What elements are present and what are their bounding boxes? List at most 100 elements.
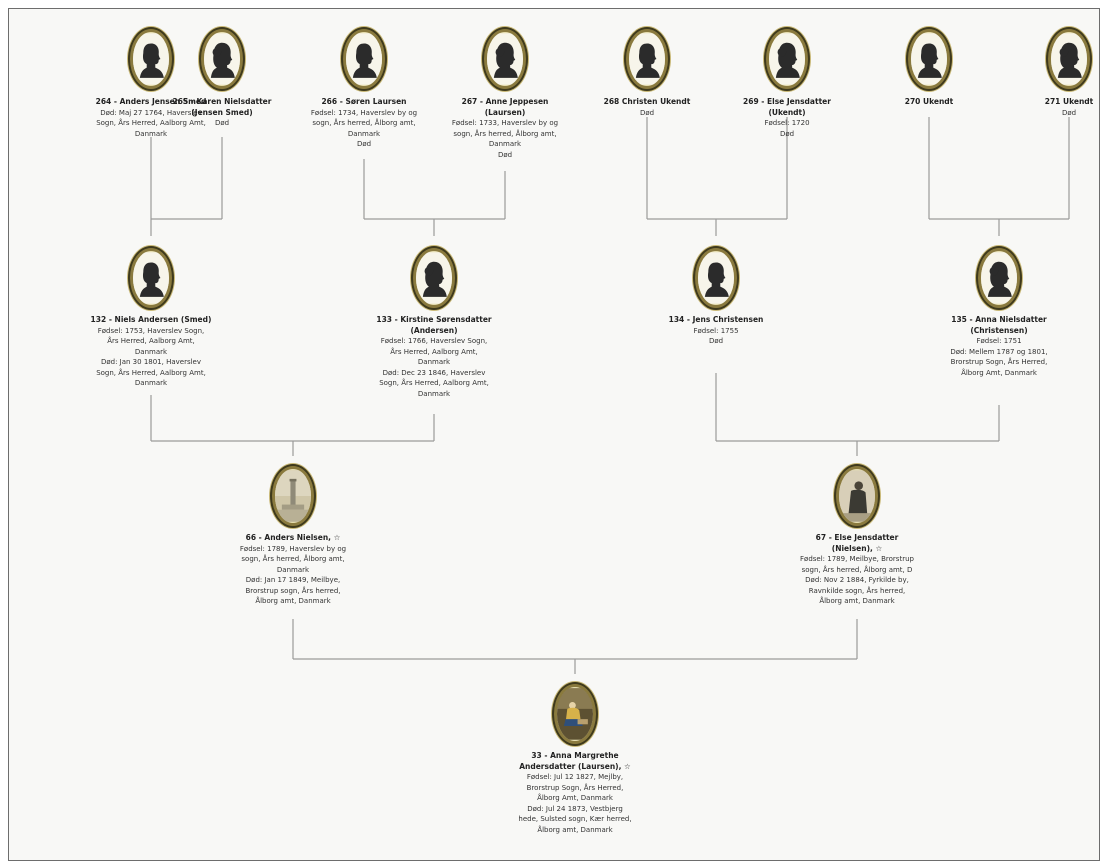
person-detail: Danmark bbox=[134, 347, 168, 356]
person-name[interactable]: 270 Ukendt bbox=[904, 97, 954, 106]
person-detail: Fødsel: 1766, Haverslev Sogn, bbox=[380, 337, 488, 345]
person-name-continued: Andersdatter (Laursen), ☆ bbox=[519, 761, 631, 771]
person-detail: Død: Dec 23 1846, Haverslev bbox=[382, 368, 486, 377]
person-detail: Død: Maj 27 1764, Haverslev bbox=[100, 108, 202, 117]
person-detail: Død bbox=[708, 337, 724, 345]
male-silhouette-icon bbox=[911, 33, 947, 85]
portrait-p33[interactable] bbox=[554, 684, 596, 744]
person-detail: Ålborg amt, Danmark bbox=[255, 597, 331, 605]
person-name-continued: (Christensen) bbox=[970, 325, 1028, 335]
person-detail: Danmark bbox=[134, 129, 168, 138]
person-detail: Fødsel: 1753, Haverslev Sogn, bbox=[97, 326, 205, 335]
person-card-p66: 66 - Anders Nielsen, ☆ Fødsel: 1789, Have… bbox=[223, 533, 363, 607]
portrait-p268[interactable] bbox=[626, 29, 668, 89]
person-name[interactable]: 33 - Anna Margrethe bbox=[531, 751, 619, 760]
person-detail: Brorstrup sogn, Års herred, bbox=[245, 586, 341, 595]
male-silhouette-icon bbox=[133, 33, 169, 85]
person-detail: Fødsel: 1789, Meilbye, Brorstrup bbox=[800, 555, 914, 563]
person-detail: Sogn, Års Herred, Aalborg Amt, bbox=[96, 368, 206, 377]
painting-photo bbox=[557, 688, 593, 740]
person-detail: Ålborg amt, Danmark bbox=[819, 597, 895, 605]
person-card-p135: 135 - Anna Nielsdatter(Christensen)Fødse… bbox=[929, 315, 1069, 378]
male-silhouette-icon bbox=[698, 252, 734, 304]
woman-photo bbox=[839, 470, 875, 522]
person-name[interactable]: 135 - Anna Nielsdatter bbox=[951, 315, 1047, 324]
person-detail: Danmark bbox=[488, 140, 522, 148]
person-name[interactable]: 267 - Anne Jeppesen bbox=[461, 97, 549, 106]
person-detail: Ålborg Amt, Danmark bbox=[961, 368, 1037, 377]
female-silhouette-icon bbox=[1051, 33, 1087, 85]
person-detail: Brorstrup Sogn, Års Herred, bbox=[950, 358, 1048, 366]
person-detail: Brorstrup Sogn, Års Herred, bbox=[526, 783, 624, 792]
person-name[interactable]: 66 - Anders Nielsen, ☆ bbox=[245, 533, 341, 542]
female-silhouette-icon bbox=[769, 33, 805, 85]
person-detail: Fødsel: 1789, Haverslev by og bbox=[239, 544, 347, 553]
monument-photo bbox=[275, 470, 311, 522]
person-detail: Død bbox=[214, 119, 230, 127]
person-detail: hede, Sulsted sogn, Kær herred, bbox=[518, 815, 632, 823]
portrait-p67[interactable] bbox=[836, 466, 878, 526]
person-name[interactable]: 268 Christen Ukendt bbox=[603, 97, 691, 106]
person-name[interactable]: 266 - Søren Laursen bbox=[321, 97, 407, 106]
person-name-continued: (Andersen) bbox=[410, 325, 458, 335]
portrait-p66[interactable] bbox=[272, 466, 314, 526]
person-name[interactable]: 264 - Anders Jensen Smed bbox=[95, 97, 207, 106]
person-name[interactable]: 132 - Niels Andersen (Smed) bbox=[90, 315, 212, 324]
person-detail: Død: Jul 24 1873, Vestbjerg bbox=[527, 804, 623, 813]
person-name[interactable]: 271 Ukendt bbox=[1044, 97, 1094, 106]
portrait-p132[interactable] bbox=[130, 248, 172, 308]
person-card-p132: 132 - Niels Andersen (Smed) Fødsel: 1753,… bbox=[81, 315, 221, 389]
portrait-p266[interactable] bbox=[343, 29, 385, 89]
person-card-p67: 67 - Else Jensdatter(Nielsen), ☆Fødsel: … bbox=[787, 533, 927, 607]
portrait-p267[interactable] bbox=[484, 29, 526, 89]
person-name-continued: (Jensen Smed) bbox=[191, 107, 253, 117]
male-silhouette-icon bbox=[346, 33, 382, 85]
person-detail: Sogn, Års Herred, Aalborg Amt, bbox=[379, 379, 489, 387]
person-detail: Fødsel: 1720 bbox=[764, 119, 810, 127]
person-detail: sogn, Års herred, Ålborg amt, D bbox=[801, 565, 913, 574]
person-detail: Død bbox=[779, 129, 795, 138]
person-detail: Danmark bbox=[134, 379, 168, 387]
person-detail: Ålborg Amt, Danmark bbox=[537, 794, 613, 802]
person-detail: Død bbox=[1061, 108, 1077, 117]
person-name[interactable]: 134 - Jens Christensen bbox=[668, 315, 764, 324]
person-name-continued: (Laursen) bbox=[484, 107, 526, 117]
person-name[interactable]: 133 - Kirstine Sørensdatter bbox=[376, 315, 492, 324]
male-silhouette-icon bbox=[133, 252, 169, 304]
person-name[interactable]: 269 - Else Jensdatter bbox=[743, 97, 831, 106]
person-detail: Død bbox=[356, 140, 372, 148]
portrait-p133[interactable] bbox=[413, 248, 455, 308]
person-detail: Død bbox=[639, 108, 655, 117]
person-detail: Død: Jan 30 1801, Haverslev bbox=[100, 358, 202, 366]
person-detail: sogn, Års herred, Ålborg amt, bbox=[312, 119, 416, 127]
male-silhouette-icon bbox=[629, 33, 665, 85]
portrait-p270[interactable] bbox=[908, 29, 950, 89]
person-detail: Danmark bbox=[417, 358, 451, 366]
person-detail: sogn, Års herred, Ålborg amt, bbox=[241, 555, 345, 563]
person-detail: sogn, Års herred, Ålborg amt, bbox=[453, 129, 557, 138]
person-name[interactable]: 265 - Karen Nielsdatter bbox=[172, 97, 272, 106]
portrait-p134[interactable] bbox=[695, 248, 737, 308]
portrait-p271[interactable] bbox=[1048, 29, 1090, 89]
person-detail: Fødsel: 1734, Haverslev by og bbox=[310, 108, 418, 117]
female-silhouette-icon bbox=[416, 252, 452, 304]
person-card-p269: 269 - Else Jensdatter(Ukendt)Fødsel: 172… bbox=[717, 97, 857, 139]
person-card-p267: 267 - Anne Jeppesen(Laursen) Fødsel: 1733… bbox=[435, 97, 575, 160]
portrait-p269[interactable] bbox=[766, 29, 808, 89]
portrait-p264[interactable] bbox=[130, 29, 172, 89]
person-detail: Års Herred, Aalborg Amt, bbox=[390, 347, 478, 356]
person-detail: Danmark bbox=[347, 129, 381, 138]
portrait-p265[interactable] bbox=[201, 29, 243, 89]
person-detail: Død: Mellem 1787 og 1801, bbox=[950, 347, 1048, 356]
portrait-p135[interactable] bbox=[978, 248, 1020, 308]
person-detail: Død: Jan 17 1849, Meilbye, bbox=[245, 576, 341, 584]
person-detail: Fødsel: 1733, Haverslev by og bbox=[451, 119, 559, 127]
person-name[interactable]: 67 - Else Jensdatter bbox=[815, 533, 899, 542]
female-silhouette-icon bbox=[981, 252, 1017, 304]
